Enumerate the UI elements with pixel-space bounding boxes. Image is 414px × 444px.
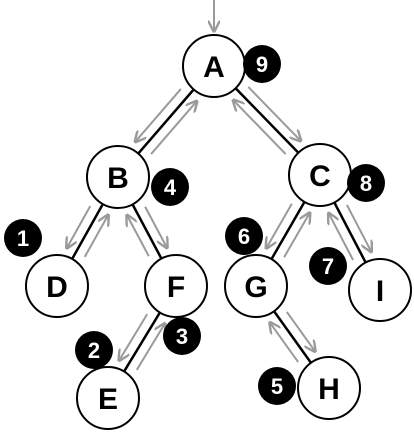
traversal-arrow-up-b-a xyxy=(150,102,196,155)
tree-node-a: A xyxy=(182,34,246,98)
badge-circle xyxy=(309,247,347,285)
node-label: F xyxy=(167,271,185,304)
tree-node-f: F xyxy=(144,254,208,318)
badge-circle xyxy=(163,317,201,355)
traversal-arrow-up-d-b xyxy=(83,216,108,258)
order-badge-6: 6 xyxy=(225,217,263,255)
tree-node-i: I xyxy=(348,258,412,322)
traversal-arrow-down-a-c xyxy=(247,86,300,140)
badge-circle xyxy=(347,164,385,202)
order-badge-7: 7 xyxy=(309,247,347,285)
badge-label: 6 xyxy=(238,224,250,249)
node-circle xyxy=(297,356,361,420)
node-label: C xyxy=(309,160,331,193)
traversal-arrow-down-b-f xyxy=(144,206,166,247)
traversal-arrow-up-h-g xyxy=(271,324,299,363)
order-badge-5: 5 xyxy=(258,367,296,405)
order-badge-4: 4 xyxy=(151,168,189,206)
badge-circle xyxy=(258,367,296,405)
badge-circle xyxy=(4,219,42,257)
badge-label: 2 xyxy=(88,338,100,363)
node-label: H xyxy=(318,373,340,406)
node-label: G xyxy=(244,271,267,304)
badge-label: 3 xyxy=(176,324,188,349)
node-label: I xyxy=(376,275,384,308)
order-badge-1: 1 xyxy=(4,219,42,257)
order-badge-9: 9 xyxy=(243,45,281,83)
badge-label: 5 xyxy=(271,374,283,399)
tree-node-d: D xyxy=(25,254,89,318)
node-label: D xyxy=(46,271,68,304)
traversal-arrow-down-g-h xyxy=(286,311,315,351)
order-badges: 1 2 3 4 5 6 7 8 9 xyxy=(4,45,385,405)
traversal-arrow-up-i-c xyxy=(329,214,354,261)
tree-node-b: B xyxy=(86,145,150,209)
node-label: E xyxy=(98,383,118,416)
badge-label: 7 xyxy=(322,254,334,279)
node-label: A xyxy=(203,51,225,84)
traversal-arrow-down-c-g xyxy=(267,203,293,247)
node-label: B xyxy=(107,162,129,195)
traversal-arrow-up-f-b xyxy=(127,216,150,257)
node-circle xyxy=(76,366,140,430)
traversal-arrow-up-e-f xyxy=(135,325,165,371)
tree-node-c: C xyxy=(288,143,352,207)
traversal-arrow-up-c-a xyxy=(234,101,287,155)
traversal-arrows xyxy=(67,0,371,371)
order-badge-3: 3 xyxy=(163,317,201,355)
badge-circle xyxy=(225,217,263,255)
node-circle xyxy=(86,145,150,209)
badge-circle xyxy=(75,331,113,369)
badge-circle xyxy=(243,45,281,83)
traversal-arrow-up-g-c xyxy=(283,214,309,258)
badge-label: 8 xyxy=(360,171,372,196)
node-circle xyxy=(224,254,288,318)
badge-label: 1 xyxy=(17,226,29,251)
order-badge-2: 2 xyxy=(75,331,113,369)
node-circle xyxy=(25,254,89,318)
tree-node-e: E xyxy=(76,366,140,430)
traversal-arrow-down-a-b xyxy=(136,88,182,141)
tree-node-h: H xyxy=(297,356,361,420)
order-badge-8: 8 xyxy=(347,164,385,202)
node-circle xyxy=(348,258,412,322)
badge-label: 9 xyxy=(256,52,268,77)
tree-node-g: G xyxy=(224,254,288,318)
tree-nodes: A B C D F G I E H xyxy=(25,34,412,430)
node-circle xyxy=(144,254,208,318)
badge-circle xyxy=(151,168,189,206)
badge-label: 4 xyxy=(164,175,177,200)
traversal-arrow-down-c-i xyxy=(346,204,371,251)
traversal-arrow-down-b-d xyxy=(67,205,92,247)
traversal-arrow-down-f-e xyxy=(120,313,149,359)
